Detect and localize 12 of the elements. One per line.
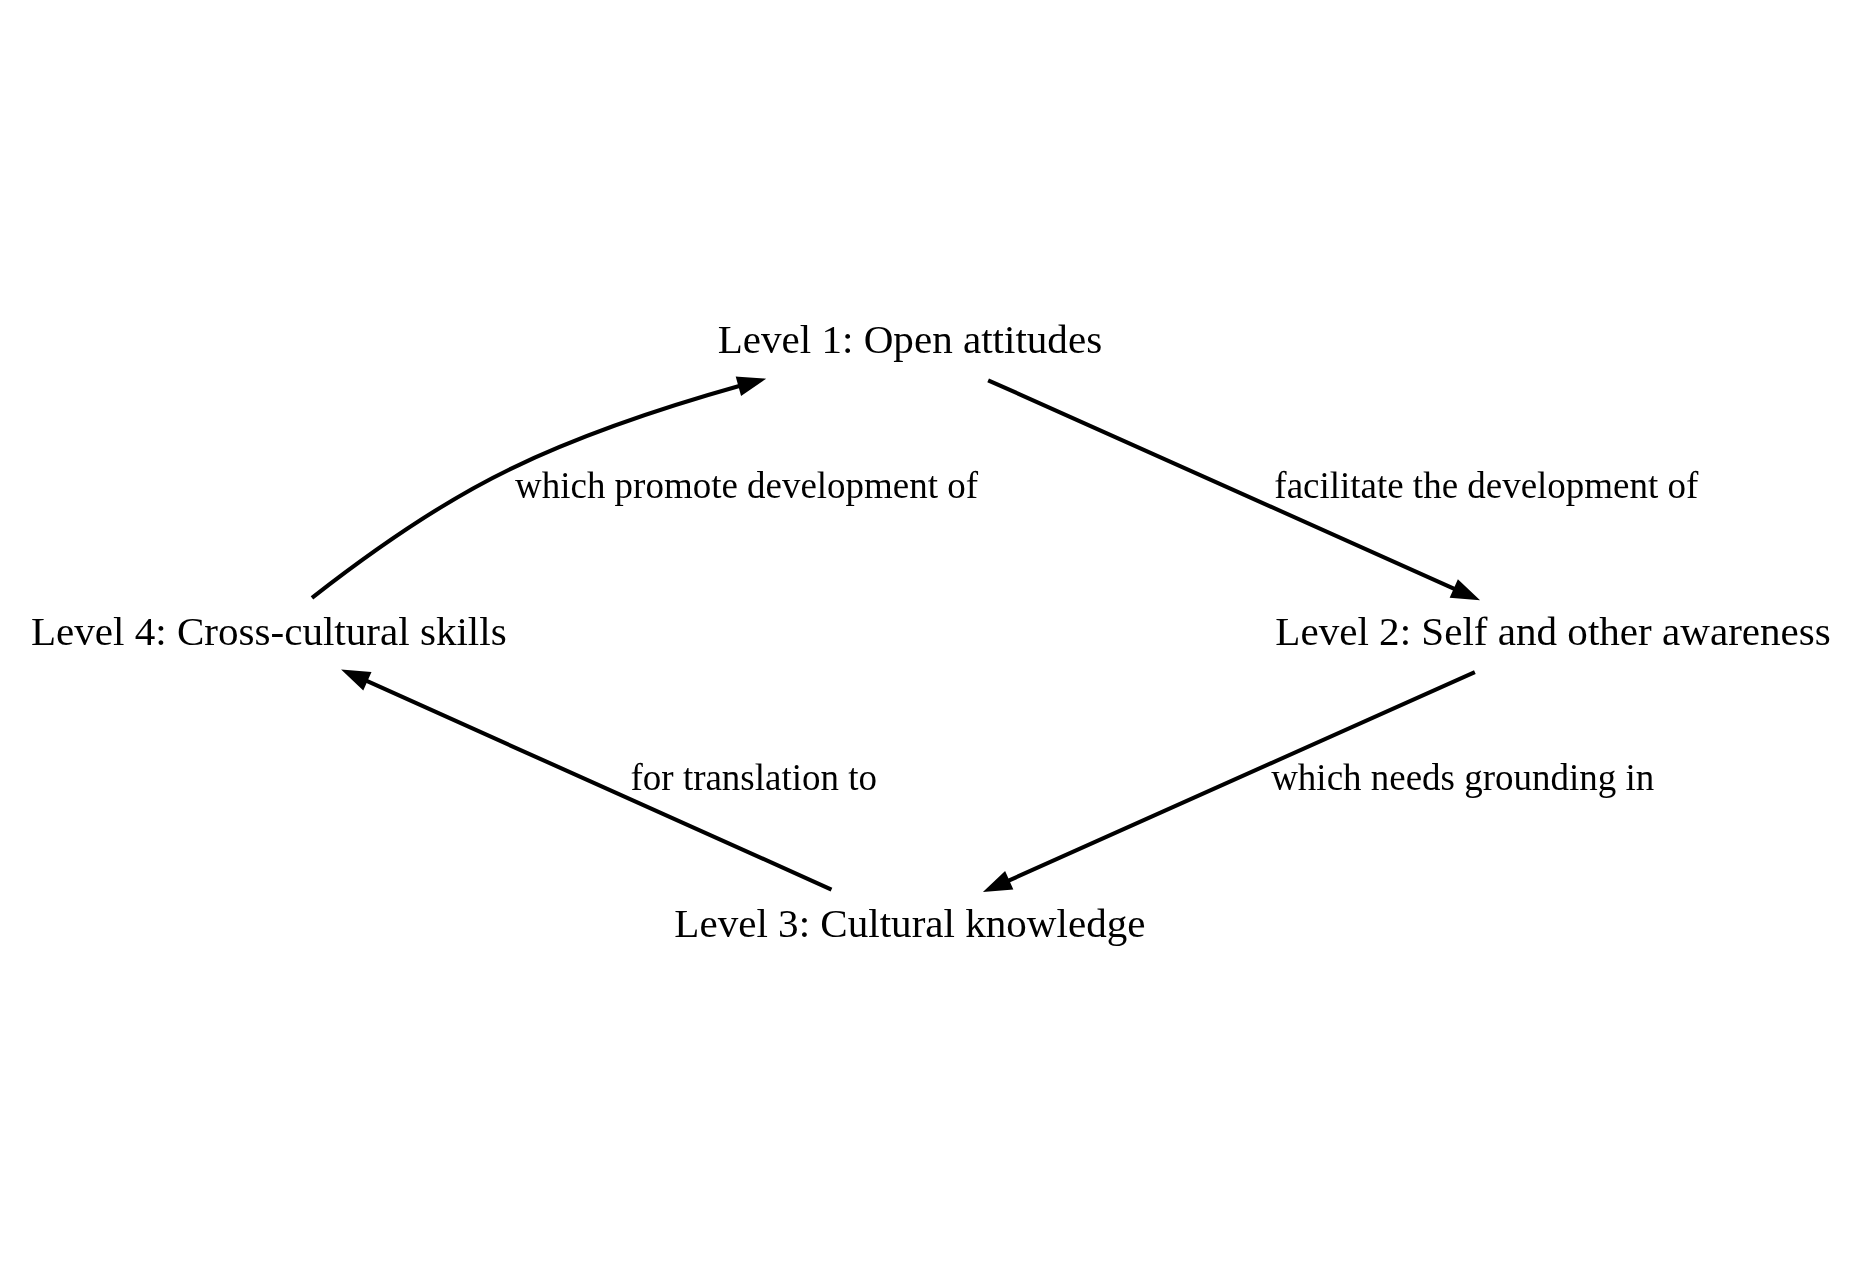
arrow — [987, 377, 1481, 600]
node-text: Level 1: Open attitudes — [717, 315, 1103, 362]
arrow — [310, 376, 767, 599]
node-text: Level 2: Self and other awareness — [1275, 607, 1831, 654]
edge-label: for translation to — [630, 756, 877, 798]
node-text: Level 3: Cultural knowledge — [674, 899, 1146, 946]
edge-label: which needs grounding in — [1271, 756, 1655, 798]
edge-label: facilitate the development of — [1274, 464, 1699, 506]
edge-label: which promote development of — [515, 464, 979, 506]
node-text: Level 4: Cross-cultural skills — [30, 607, 507, 654]
arrow — [341, 669, 833, 891]
arrow — [982, 669, 1476, 892]
